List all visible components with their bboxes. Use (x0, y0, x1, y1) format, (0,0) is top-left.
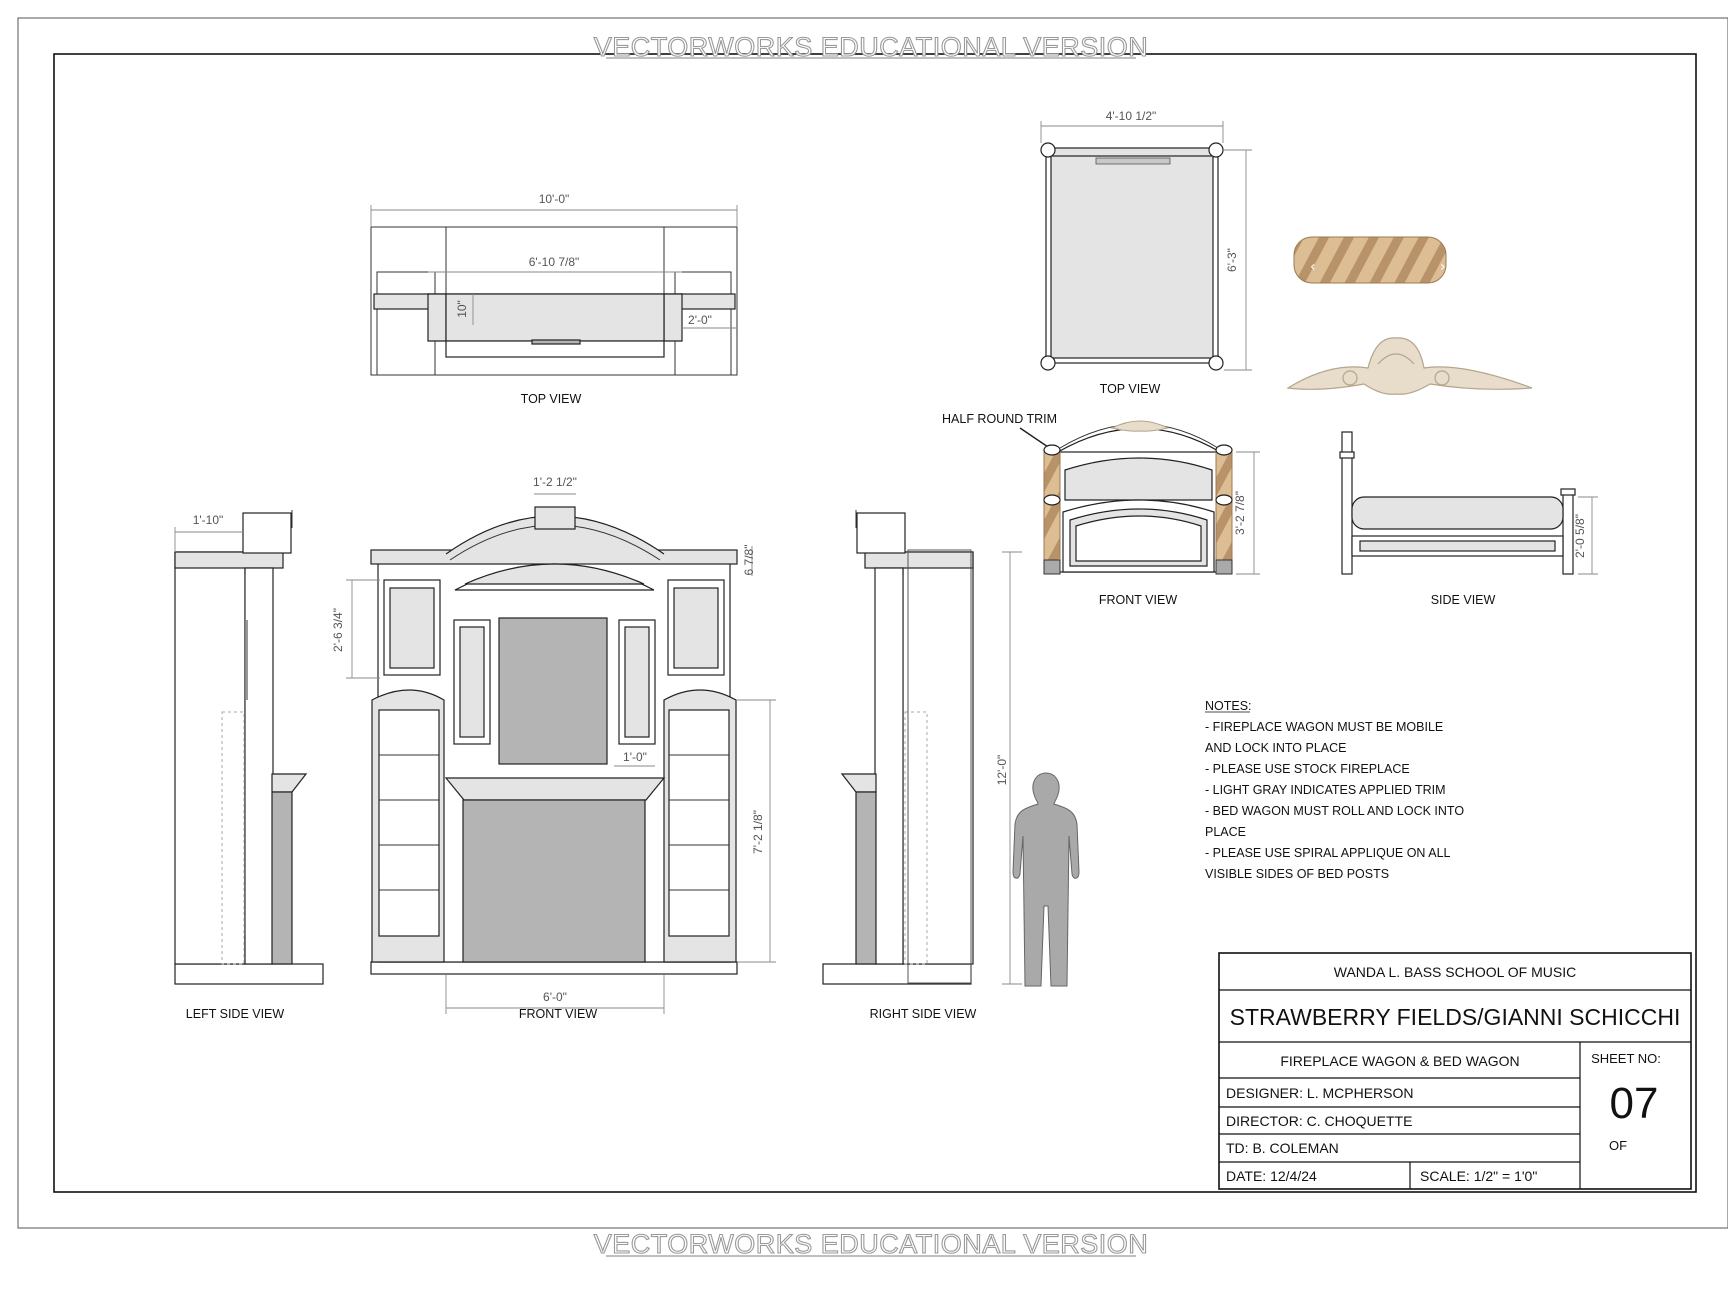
label-fp-front-view: FRONT VIEW (519, 1007, 597, 1021)
note-line: - FIREPLACE WAGON MUST BE MOBILE (1205, 720, 1443, 734)
bed-side-view: 2'-0 5/8" SIDE VIEW (1339, 431, 1598, 607)
label-fp-top-view: TOP VIEW (521, 392, 582, 406)
sheet-no-label: SHEET NO: (1591, 1051, 1661, 1066)
fireplace-front-view: 1'-2 1/2" 6 7/8" 2'-6 3/4" 1'-0" 7'-2 1/… (331, 475, 776, 1021)
fireplace-top-view: 10'-0" 6'-10 7/8" 10" 2'-0" TOP VIEW (370, 192, 738, 406)
dim-fp-keystone: 1'-2 1/2" (533, 475, 577, 489)
note-line: PLACE (1205, 825, 1246, 839)
label-bed-front-view: FRONT VIEW (1099, 593, 1177, 607)
scale-field: SCALE: 1/2" = 1'0" (1420, 1168, 1537, 1184)
bed-front-view: HALF ROUND TRIM 3'-2 7/8" FRONT VIEW (942, 412, 1260, 607)
chevron-left-icon: ‹ (1310, 259, 1316, 275)
dim-fp-base: 6'-0" (543, 990, 567, 1004)
school-name: WANDA L. BASS SCHOOL OF MUSIC (1334, 964, 1576, 980)
watermark-bottom: VECTORWORKS EDUCATIONAL VERSION (594, 1229, 1149, 1259)
fireplace-left-side-view: 1'-10" LEFT SIDE VIEW (174, 510, 324, 1021)
dim-fp-top-width: 10'-0" (539, 192, 570, 206)
note-line: - BED WAGON MUST ROLL AND LOCK INTO (1205, 804, 1464, 818)
notes-heading: NOTES: (1205, 699, 1252, 713)
director-field: DIRECTOR: C. CHOQUETTE (1226, 1113, 1412, 1129)
note-line: - PLEASE USE STOCK FIREPLACE (1205, 762, 1410, 776)
notes-block: NOTES: - FIREPLACE WAGON MUST BE MOBILE … (1205, 699, 1464, 881)
of-label: OF (1609, 1138, 1627, 1153)
label-left-side-view: LEFT SIDE VIEW (186, 1007, 285, 1021)
dim-fp-panel: 2'-6 3/4" (331, 608, 345, 652)
outer-border (17, 17, 1728, 1229)
label-right-side-view: RIGHT SIDE VIEW (870, 1007, 977, 1021)
drawing-title: FIREPLACE WAGON & BED WAGON (1280, 1053, 1519, 1069)
dim-bed-side-height: 2'-0 5/8" (1573, 514, 1587, 558)
production-title: STRAWBERRY FIELDS/GIANNI SCHICCHI (1230, 1004, 1681, 1030)
designer-field: DESIGNER: L. MCPHERSON (1226, 1085, 1413, 1101)
human-scale-figure: 12'-0" (995, 551, 1080, 987)
dim-fp-top-10: 10" (455, 300, 469, 318)
dim-fp-left-depth: 1'-10" (193, 513, 224, 527)
td-field: TD: B. COLEMAN (1226, 1140, 1339, 1156)
dim-fp-arch: 6 7/8" (742, 545, 756, 576)
date-field: DATE: 12/4/24 (1226, 1168, 1317, 1184)
callout-half-round-trim: HALF ROUND TRIM (942, 412, 1057, 426)
dim-fp-top-inner: 6'-10 7/8" (529, 255, 580, 269)
dim-bed-headboard: 3'-2 7/8" (1233, 491, 1247, 535)
note-line: AND LOCK INTO PLACE (1205, 741, 1346, 755)
dim-fp-side-height: 7'-2 1/8" (751, 810, 765, 854)
note-line: - PLEASE USE SPIRAL APPLIQUE ON ALL (1205, 846, 1451, 860)
title-block: WANDA L. BASS SCHOOL OF MUSIC STRAWBERRY… (1218, 952, 1692, 1190)
label-bed-top-view: TOP VIEW (1100, 382, 1161, 396)
ornament-applique-sample (1286, 337, 1533, 395)
spiral-applique-sample: ‹ › (1293, 236, 1447, 284)
watermark-top: VECTORWORKS EDUCATIONAL VERSION (594, 32, 1149, 62)
sheet-number: 07 (1610, 1079, 1659, 1128)
dim-bed-length: 6'-3" (1225, 248, 1239, 272)
note-line: VISIBLE SIDES OF BED POSTS (1205, 867, 1389, 881)
bed-top-view: 4'-10 1/2" 6'-3" TOP VIEW (1040, 109, 1252, 396)
dim-fp-top-2ft: 2'-0" (688, 313, 712, 327)
label-bed-side-view: SIDE VIEW (1431, 593, 1496, 607)
chevron-right-icon: › (1440, 259, 1446, 275)
fireplace-right-side-view: RIGHT SIDE VIEW (822, 510, 977, 1021)
dim-fp-1ft: 1'-0" (623, 750, 647, 764)
note-line: - LIGHT GRAY INDICATES APPLIED TRIM (1205, 783, 1446, 797)
inner-border (53, 53, 1697, 1193)
dim-bed-width: 4'-10 1/2" (1106, 109, 1157, 123)
dim-fp-total-height: 12'-0" (995, 755, 1009, 786)
